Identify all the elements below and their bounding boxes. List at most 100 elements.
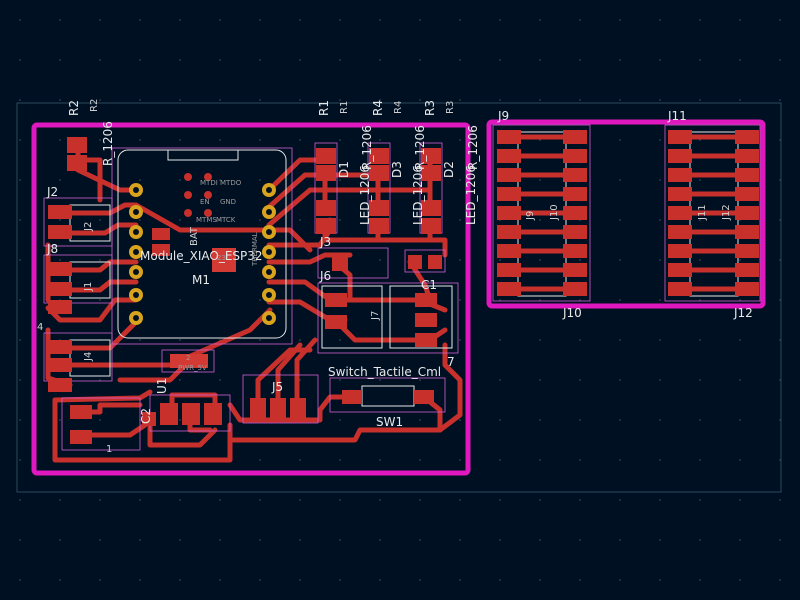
j12-pad[interactable] — [735, 187, 759, 201]
c1-pad[interactable] — [408, 255, 422, 269]
j5-pad[interactable] — [250, 398, 266, 420]
j12-pad[interactable] — [735, 282, 759, 296]
j9-pad[interactable] — [497, 225, 521, 239]
label-j7: J7 — [370, 311, 381, 321]
bat-pad[interactable] — [152, 244, 170, 256]
jtag-pad[interactable] — [184, 173, 192, 181]
connector-pad[interactable] — [48, 205, 72, 219]
j11-pad[interactable] — [668, 225, 692, 239]
c2-pad[interactable] — [70, 430, 92, 444]
sw1-pad[interactable] — [414, 390, 434, 404]
led-pad[interactable] — [369, 218, 389, 234]
j12-pad[interactable] — [735, 168, 759, 182]
jtag-pad[interactable] — [184, 191, 192, 199]
connector-pad[interactable] — [48, 262, 72, 276]
connector-pad[interactable] — [48, 340, 72, 354]
led-pad[interactable] — [316, 200, 336, 216]
j11-pad[interactable] — [668, 149, 692, 163]
j9-pad[interactable] — [497, 187, 521, 201]
c2-pad[interactable] — [70, 405, 92, 419]
j11-pad[interactable] — [668, 244, 692, 258]
resistor-pad[interactable] — [421, 165, 441, 181]
j6-pad[interactable] — [325, 293, 347, 307]
j9-pad[interactable] — [497, 282, 521, 296]
j12-pad[interactable] — [735, 130, 759, 144]
j6-pad[interactable] — [325, 315, 347, 329]
j9-pad[interactable] — [497, 244, 521, 258]
connector-pad[interactable] — [48, 300, 72, 314]
jtag-pad[interactable] — [204, 191, 212, 199]
u1-pad[interactable] — [204, 403, 222, 425]
j10-pad[interactable] — [563, 282, 587, 296]
connector-pad[interactable] — [48, 358, 72, 372]
led-pad[interactable] — [316, 218, 336, 234]
label-r1-fab: R1 — [339, 101, 350, 114]
led-pad[interactable] — [421, 200, 441, 216]
connector-pad[interactable] — [48, 225, 72, 239]
j11-pad[interactable] — [668, 187, 692, 201]
j9-pad[interactable] — [497, 168, 521, 182]
j11-pad[interactable] — [668, 206, 692, 220]
grid-dot — [699, 19, 701, 21]
resistor-pad[interactable] — [369, 165, 389, 181]
j12-pad[interactable] — [735, 263, 759, 277]
led-pad[interactable] — [421, 218, 441, 234]
j9-pad[interactable] — [497, 206, 521, 220]
jtag-pad[interactable] — [184, 209, 192, 217]
bat-pad[interactable] — [152, 228, 170, 240]
label-r2-fab: R2 — [89, 99, 100, 112]
jtag-pad[interactable] — [204, 209, 212, 217]
j10-pad[interactable] — [563, 206, 587, 220]
pads[interactable] — [48, 130, 759, 444]
j7-pad[interactable] — [415, 333, 437, 347]
resistor-pad[interactable] — [316, 165, 336, 181]
sw1-pad[interactable] — [342, 390, 362, 404]
r2-pad[interactable] — [67, 137, 87, 153]
j12-pad[interactable] — [735, 149, 759, 163]
pwr-led-pad[interactable] — [170, 354, 208, 368]
grid-dot — [419, 459, 421, 461]
u1-pad[interactable] — [182, 403, 200, 425]
resistor-pad[interactable] — [316, 148, 336, 164]
j3-pad[interactable] — [332, 257, 348, 271]
thermal-pad[interactable] — [212, 248, 236, 272]
j12-pad[interactable] — [735, 225, 759, 239]
j7-pad[interactable] — [415, 313, 437, 327]
j12-pad[interactable] — [735, 244, 759, 258]
resistor-pad[interactable] — [421, 148, 441, 164]
grid-dot — [379, 419, 381, 421]
j10-pad[interactable] — [563, 130, 587, 144]
j5-pad[interactable] — [270, 398, 286, 420]
u1-pad[interactable] — [160, 403, 178, 425]
resistor-pad[interactable] — [369, 148, 389, 164]
led-pad[interactable] — [369, 200, 389, 216]
j9-pad[interactable] — [497, 130, 521, 144]
j11-pad[interactable] — [668, 263, 692, 277]
j12-pad[interactable] — [735, 206, 759, 220]
r2-pad[interactable] — [67, 155, 87, 171]
j11-pad[interactable] — [668, 130, 692, 144]
j9-pad[interactable] — [497, 149, 521, 163]
j5-pad[interactable] — [290, 398, 306, 420]
j10-pad[interactable] — [563, 187, 587, 201]
connector-pad[interactable] — [48, 378, 72, 392]
grid-dot — [539, 219, 541, 221]
connector-pad[interactable] — [48, 282, 72, 296]
j10-pad[interactable] — [563, 263, 587, 277]
j10-pad[interactable] — [563, 244, 587, 258]
j7-pad[interactable] — [415, 293, 437, 307]
j10-pad[interactable] — [563, 225, 587, 239]
j11-pad[interactable] — [668, 282, 692, 296]
c2-small-pad[interactable] — [142, 412, 156, 426]
j11-pad[interactable] — [668, 168, 692, 182]
c1-pad[interactable] — [428, 255, 442, 269]
grid-dot — [459, 59, 461, 61]
grid-dot — [179, 539, 181, 541]
jtag-pad[interactable] — [204, 173, 212, 181]
connector-board-outline[interactable] — [486, 119, 766, 309]
j10-pad[interactable] — [563, 149, 587, 163]
j9-pad[interactable] — [497, 263, 521, 277]
j10-pad[interactable] — [563, 168, 587, 182]
main-board-outline[interactable] — [31, 122, 471, 476]
